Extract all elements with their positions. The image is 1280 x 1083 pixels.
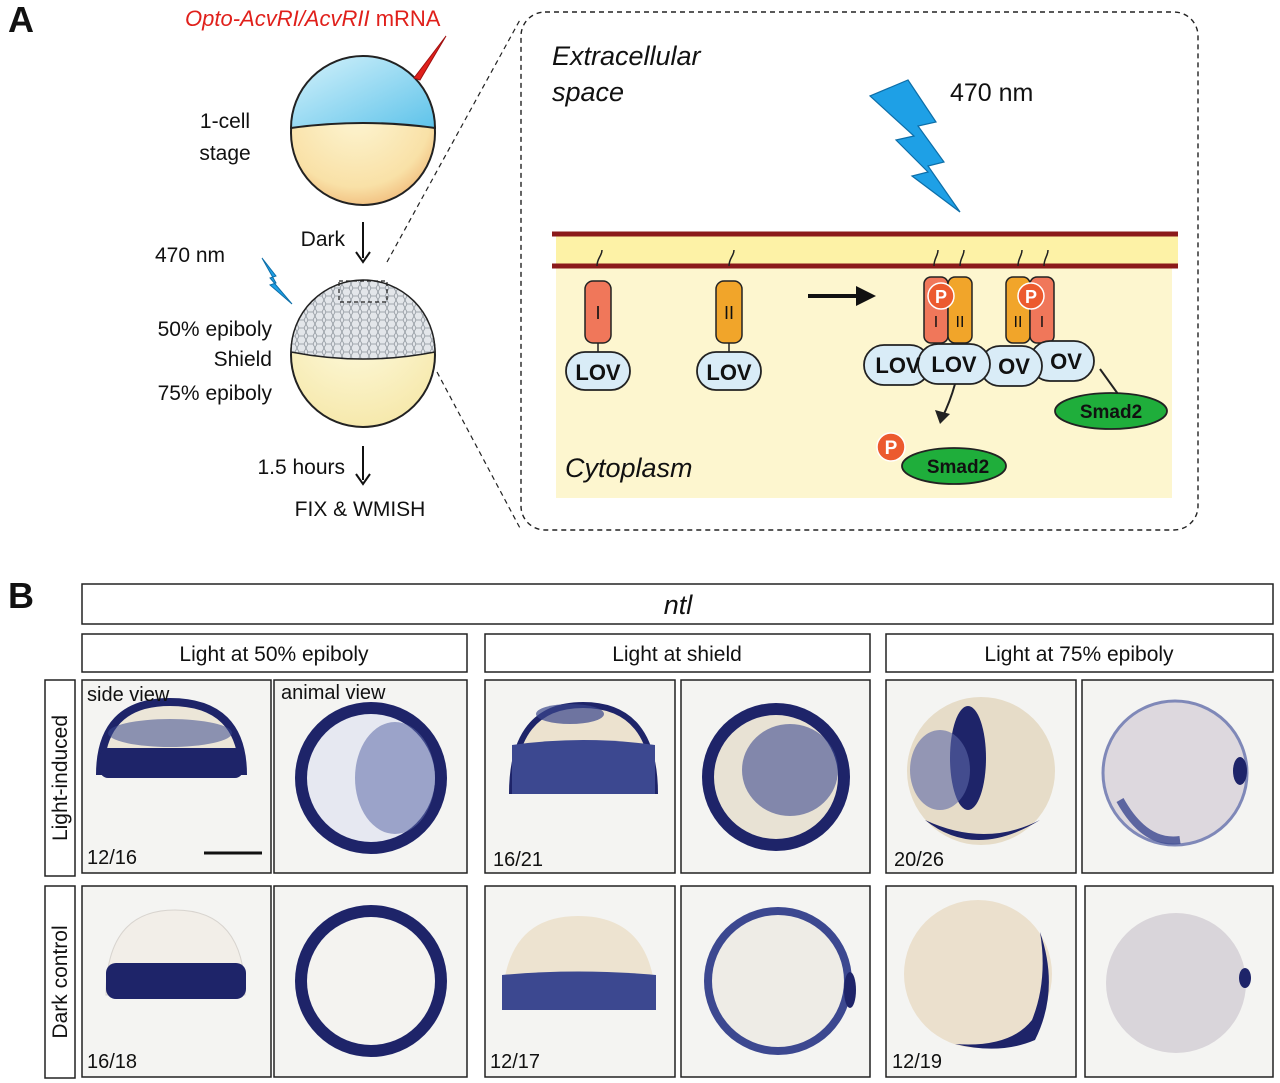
animal-view-label: animal view [281, 682, 386, 704]
count-light-shield: 16/21 [493, 849, 543, 871]
injection-suffix: mRNA [370, 6, 441, 31]
zoom-box [338, 280, 388, 303]
inset-wavelength: 470 nm [950, 79, 1033, 107]
activation-arrow [808, 286, 876, 306]
condition-box-shield [484, 633, 871, 673]
row-label-box-dark [44, 885, 76, 1079]
cytoplasm-region [556, 266, 1172, 498]
image-dark-75-side: 12/19 [885, 885, 1077, 1078]
complex-lov-2: LOV [931, 352, 977, 377]
condition-75-label: Light at 75% epiboly [984, 643, 1174, 666]
injection-label: Opto-AcvRI/AcvRII mRNA [185, 6, 441, 31]
complex-receptor-I-1: I [934, 314, 938, 331]
condition-50-label: Light at 50% epiboly [179, 643, 369, 666]
phospho-label-2: P [1025, 287, 1037, 307]
dark-arrow [355, 222, 371, 264]
one-cell-embryo [289, 35, 447, 206]
complex-receptor-I-2: I [1040, 314, 1044, 331]
lov-label-2: LOV [706, 360, 752, 385]
image-light-50-side: side view 12/16 [81, 679, 272, 874]
count-dark-shield: 12/17 [490, 1051, 540, 1073]
stage-1cell-line1: 1-cell [200, 110, 250, 133]
receptor-I-label: I [595, 303, 600, 323]
injection-needle [413, 35, 447, 81]
time-arrow [355, 446, 371, 486]
row-label-light: Light-induced [49, 715, 72, 841]
count-light-75: 20/26 [894, 849, 944, 871]
phospho-label-1: P [935, 287, 947, 307]
gene-header-box [81, 583, 1274, 625]
side-view-label: side view [87, 684, 170, 706]
receptor-II-label: II [724, 303, 734, 323]
zoom-line-top [386, 17, 522, 263]
membrane-region [556, 234, 1178, 266]
epiboly-embryo [290, 279, 436, 428]
receptor-I-monomer: I LOV [565, 249, 631, 391]
smad2-phosphorylated: Smad2 P [876, 432, 1007, 485]
panel-a-label: A [8, 0, 34, 40]
image-dark-shield-animal [680, 885, 871, 1078]
smad2-phospho: P [885, 438, 898, 459]
image-light-shield-side: 16/21 [484, 679, 676, 874]
extracellular-line2: space [552, 77, 624, 107]
complex-receptor-II-2: II [1014, 314, 1023, 331]
panel-b-label: B [8, 575, 34, 616]
gene-label: ntl [664, 590, 694, 620]
cytoplasm-label: Cytoplasm [565, 453, 693, 483]
small-light-bolt-icon [261, 257, 293, 305]
count-dark-75: 12/19 [892, 1051, 942, 1073]
smad-tether [1099, 368, 1119, 395]
image-dark-shield-side: 12/17 [484, 885, 676, 1078]
zoom-line-bottom [436, 371, 522, 531]
complex-lov-3: OV [998, 354, 1030, 379]
image-light-75-animal [1081, 679, 1274, 874]
fix-label: FIX & WMISH [295, 498, 426, 521]
image-light-shield-animal [680, 679, 871, 874]
stage-1cell-line2: stage [199, 142, 250, 165]
stage-50-epiboly: 50% epiboly [158, 318, 273, 341]
phosphorylation-arrow [935, 383, 956, 424]
count-light-50: 12/16 [87, 847, 137, 869]
time-label: 1.5 hours [257, 456, 345, 479]
light-bolt-icon [868, 79, 961, 213]
smad2-free-label: Smad2 [1080, 402, 1142, 423]
condition-box-50 [81, 633, 468, 673]
receptor-II-monomer: II LOV [696, 249, 762, 391]
count-dark-50: 16/18 [87, 1051, 137, 1073]
extracellular-line1: Extracellular [552, 41, 702, 71]
smad2-free: Smad2 [1054, 392, 1168, 430]
row-label-box-light [44, 679, 76, 877]
smad2-p-label: Smad2 [927, 457, 989, 478]
light-label: 470 nm [155, 244, 225, 267]
image-dark-75-animal [1084, 885, 1274, 1078]
inset-panel [520, 11, 1199, 531]
phospho-badge-1: P [927, 282, 955, 310]
complex-lov-4: OV [1050, 349, 1082, 374]
image-light-75-side: 20/26 [885, 679, 1077, 874]
image-dark-50-side: 16/18 [81, 885, 272, 1078]
active-receptor-complex: I II II I P P LOV LOV OV OV [863, 249, 1095, 387]
dark-label: Dark [301, 228, 346, 251]
condition-box-75 [885, 633, 1274, 673]
stage-75-epiboly: 75% epiboly [158, 382, 273, 405]
complex-lov-1: LOV [875, 353, 921, 378]
row-label-dark: Dark control [49, 925, 72, 1038]
lov-label-1: LOV [575, 360, 621, 385]
image-dark-50-animal [273, 885, 468, 1078]
complex-receptor-II-1: II [956, 314, 965, 331]
stage-shield: Shield [214, 348, 272, 371]
injection-construct: Opto-AcvRI/AcvRII [185, 6, 370, 31]
image-light-50-animal: animal view [273, 679, 468, 874]
condition-shield-label: Light at shield [612, 643, 742, 666]
phospho-badge-2: P [1017, 282, 1045, 310]
